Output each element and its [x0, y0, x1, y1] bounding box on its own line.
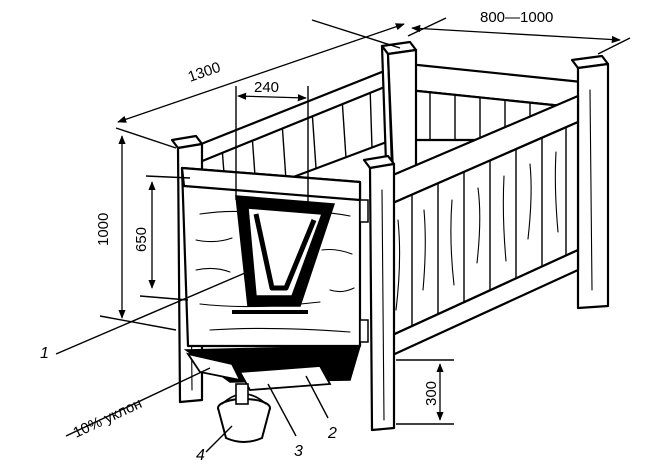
callout-3: 3	[294, 443, 303, 460]
leader-2	[305, 375, 329, 419]
dim-width-line	[411, 24, 621, 44]
bucket	[217, 383, 271, 443]
label-total-height: 1000	[95, 213, 112, 246]
callout-2: 2	[327, 425, 337, 442]
label-slope: 10% уклон	[71, 395, 145, 442]
leader-3	[267, 383, 297, 437]
hinge-top	[359, 199, 369, 223]
callout-1: 1	[40, 345, 49, 362]
right-post-front	[576, 62, 610, 310]
front-side-grain	[395, 151, 559, 311]
leader-1	[55, 269, 253, 355]
label-slot-width: 240	[254, 79, 279, 96]
front-post	[368, 162, 396, 432]
v-slot-opening	[253, 213, 317, 291]
bucket-holder	[235, 383, 249, 405]
dimension-lines	[115, 17, 631, 425]
trough-lip	[186, 352, 242, 382]
bucket-body	[217, 407, 271, 443]
callout-leaders	[55, 269, 329, 453]
front-door-panel	[180, 166, 369, 348]
label-length: 1300	[186, 59, 223, 86]
callout-4: 4	[196, 447, 205, 464]
hinge-bottom	[359, 319, 369, 343]
label-width: 800—1000	[480, 9, 553, 26]
front-side-boards	[411, 128, 567, 326]
leader-4	[205, 425, 233, 453]
label-clearance: 300	[423, 381, 440, 406]
dim-240-line	[237, 92, 307, 102]
feeder-trough	[183, 345, 362, 391]
slope-line	[65, 367, 211, 437]
dim-1300-line	[117, 23, 405, 123]
label-front-height: 650	[133, 227, 150, 252]
